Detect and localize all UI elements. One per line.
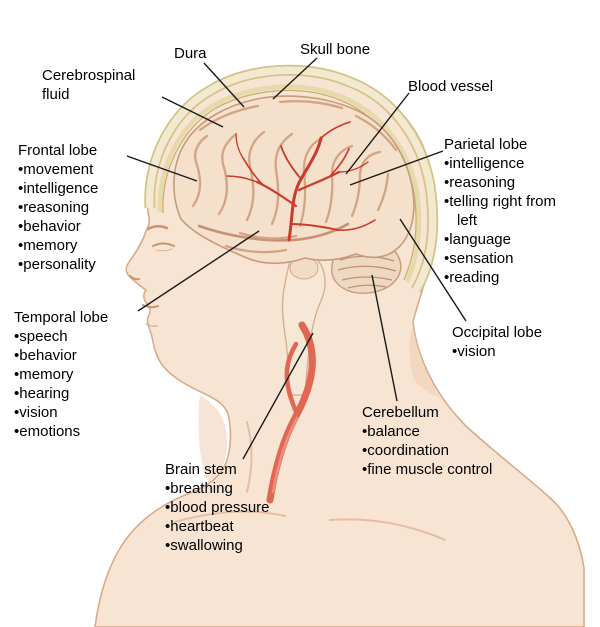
label-dura: Dura [174, 44, 207, 63]
label-temporal-lobe-title: Temporal lobe [14, 309, 109, 326]
leader-occipital-lobe [399, 218, 467, 322]
leader-skull-bone [272, 57, 318, 100]
label-occipital-lobe-items: vision [452, 342, 572, 361]
label-item: memory [18, 236, 136, 255]
label-item: personality [18, 255, 136, 274]
label-cerebellum-items: balancecoordinationfine muscle control [362, 422, 534, 479]
label-parietal-lobe-title: Parietal lobe [444, 136, 528, 153]
label-temporal-lobe-items: speechbehaviormemoryhearingvisionemotion… [14, 327, 144, 441]
nostril [129, 275, 140, 281]
label-item: behavior [14, 346, 144, 365]
label-brain-stem-items: breathingblood pressureheartbeatswallowi… [165, 479, 305, 555]
leader-cerebellum [371, 274, 398, 402]
label-temporal-lobe: Temporal lobe speechbehaviormemoryhearin… [14, 308, 144, 441]
brain-cerebrum [173, 95, 415, 265]
label-item: intelligence [444, 154, 560, 173]
label-item: hearing [14, 384, 144, 403]
label-item: reading [444, 268, 560, 287]
label-item: vision [452, 342, 572, 361]
label-item: behavior [18, 217, 136, 236]
mouth [142, 304, 159, 309]
label-parietal-lobe-items: intelligencereasoningtelling right from … [444, 154, 560, 287]
dura-layer [157, 84, 422, 283]
label-item: reasoning [444, 173, 560, 192]
label-skull-bone-title: Skull bone [300, 41, 371, 58]
label-item: blood pressure [165, 498, 305, 517]
label-item: movement [18, 160, 136, 179]
label-item: telling right from left [444, 192, 560, 230]
label-item: emotions [14, 422, 144, 441]
leader-temporal-lobe [137, 230, 260, 312]
leader-dura [203, 62, 245, 108]
label-frontal-lobe-items: movementintelligencereasoningbehaviormem… [18, 160, 136, 274]
eye-lower-lid [155, 248, 173, 252]
label-item: intelligence [18, 179, 136, 198]
leader-brain-stem [242, 332, 314, 460]
label-item: sensation [444, 249, 560, 268]
label-item: heartbeat [165, 517, 305, 536]
skin-shading [198, 325, 440, 482]
leader-cerebrospinal-fluid [161, 96, 224, 128]
label-item: swallowing [165, 536, 305, 555]
label-cerebrospinal-fluid-title: Cerebrospinal fluid [42, 67, 136, 103]
label-occipital-lobe: Occipital lobe vision [452, 323, 572, 361]
label-item: balance [362, 422, 534, 441]
label-item: reasoning [18, 198, 136, 217]
label-blood-vessel-title: Blood vessel [408, 78, 494, 95]
label-item: breathing [165, 479, 305, 498]
leader-parietal-lobe [349, 150, 444, 186]
label-item: memory [14, 365, 144, 384]
brain-stem [281, 245, 326, 396]
label-cerebellum-title: Cerebellum [362, 404, 439, 421]
skull-bone-band [144, 64, 439, 293]
label-brain-stem: Brain stem breathingblood pressureheartb… [165, 460, 305, 555]
label-item: coordination [362, 441, 534, 460]
eye [152, 242, 175, 247]
eyebrow [146, 225, 169, 231]
label-item: vision [14, 403, 144, 422]
label-frontal-lobe: Frontal lobe movementintelligencereasoni… [18, 141, 136, 274]
brain-blood-vessels [226, 121, 376, 242]
label-item: language [444, 230, 560, 249]
leader-frontal-lobe [126, 155, 198, 182]
label-brain-stem-title: Brain stem [165, 461, 237, 478]
label-item: speech [14, 327, 144, 346]
label-frontal-lobe-title: Frontal lobe [18, 142, 98, 159]
label-dura-title: Dura [174, 45, 207, 62]
leader-lines [126, 57, 467, 460]
label-blood-vessel: Blood vessel [408, 77, 493, 96]
label-item: fine muscle control [362, 460, 534, 479]
leader-blood-vessel [345, 92, 410, 175]
chin-crease [145, 323, 158, 327]
face-details [129, 225, 175, 327]
label-parietal-lobe: Parietal lobe intelligencereasoningtelli… [444, 135, 560, 287]
label-occipital-lobe-title: Occipital lobe [452, 324, 543, 341]
label-skull-bone: Skull bone [300, 40, 370, 59]
label-cerebrospinal-fluid: Cerebrospinal fluid [42, 66, 154, 104]
label-cerebellum: Cerebellum balancecoordinationfine muscl… [362, 403, 534, 479]
